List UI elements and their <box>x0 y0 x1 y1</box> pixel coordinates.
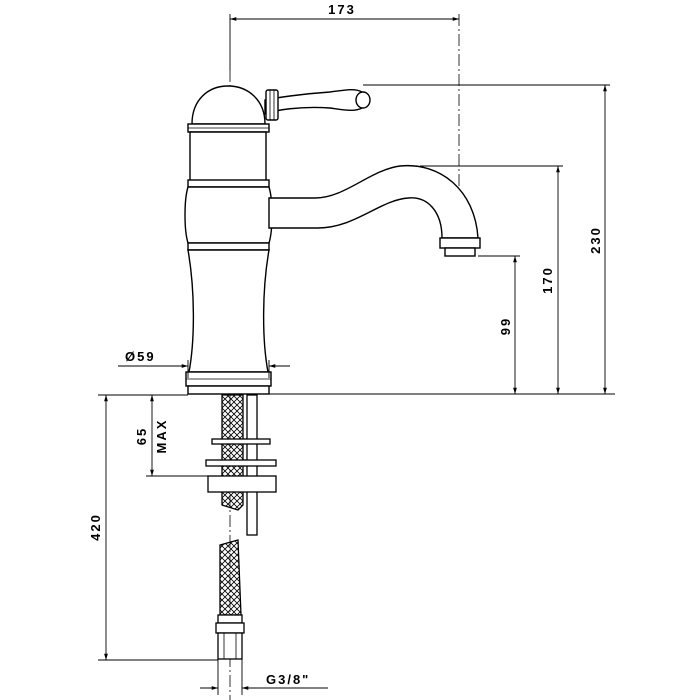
dim-total-height-label: 230 <box>588 226 603 254</box>
lever-knob <box>355 91 371 109</box>
upper-band <box>187 179 270 188</box>
washer-mid <box>205 459 277 467</box>
aerator-tip <box>444 247 476 257</box>
dim-spout-height-label: 170 <box>540 266 555 294</box>
lower-body <box>187 249 270 373</box>
base-foot <box>187 385 270 395</box>
dim-deck-max-value-label: 65 <box>134 427 149 445</box>
lever-handle <box>264 89 371 121</box>
dim-width-label: 173 <box>328 2 356 17</box>
hose-nut <box>215 622 245 634</box>
lower-band <box>187 242 270 251</box>
dim-base-diameter-label: Ø59 <box>125 349 156 364</box>
faucet-body <box>184 85 273 395</box>
lever-arm <box>264 89 368 116</box>
fixing-nut <box>207 475 277 493</box>
dimension-lines <box>98 14 615 695</box>
upper-body <box>189 131 267 187</box>
hose-thread <box>217 632 243 660</box>
bulge <box>184 186 273 244</box>
dim-outlet-height-label: 99 <box>498 317 513 335</box>
dim-hose-length-label: 420 <box>88 513 103 541</box>
dim-connection-label: G3/8" <box>266 672 310 687</box>
underside-fittings <box>205 394 277 660</box>
hose-lower <box>219 539 242 616</box>
dim-deck-max-suffix-label: MAX <box>154 419 169 454</box>
dome-cap <box>191 85 266 125</box>
aerator-collar <box>439 237 481 249</box>
lever-collar <box>265 89 279 121</box>
washer-top <box>211 438 271 445</box>
hose-upper <box>221 394 244 511</box>
hose-connector <box>217 614 243 624</box>
spout <box>268 164 481 257</box>
spout-tube <box>268 164 479 239</box>
